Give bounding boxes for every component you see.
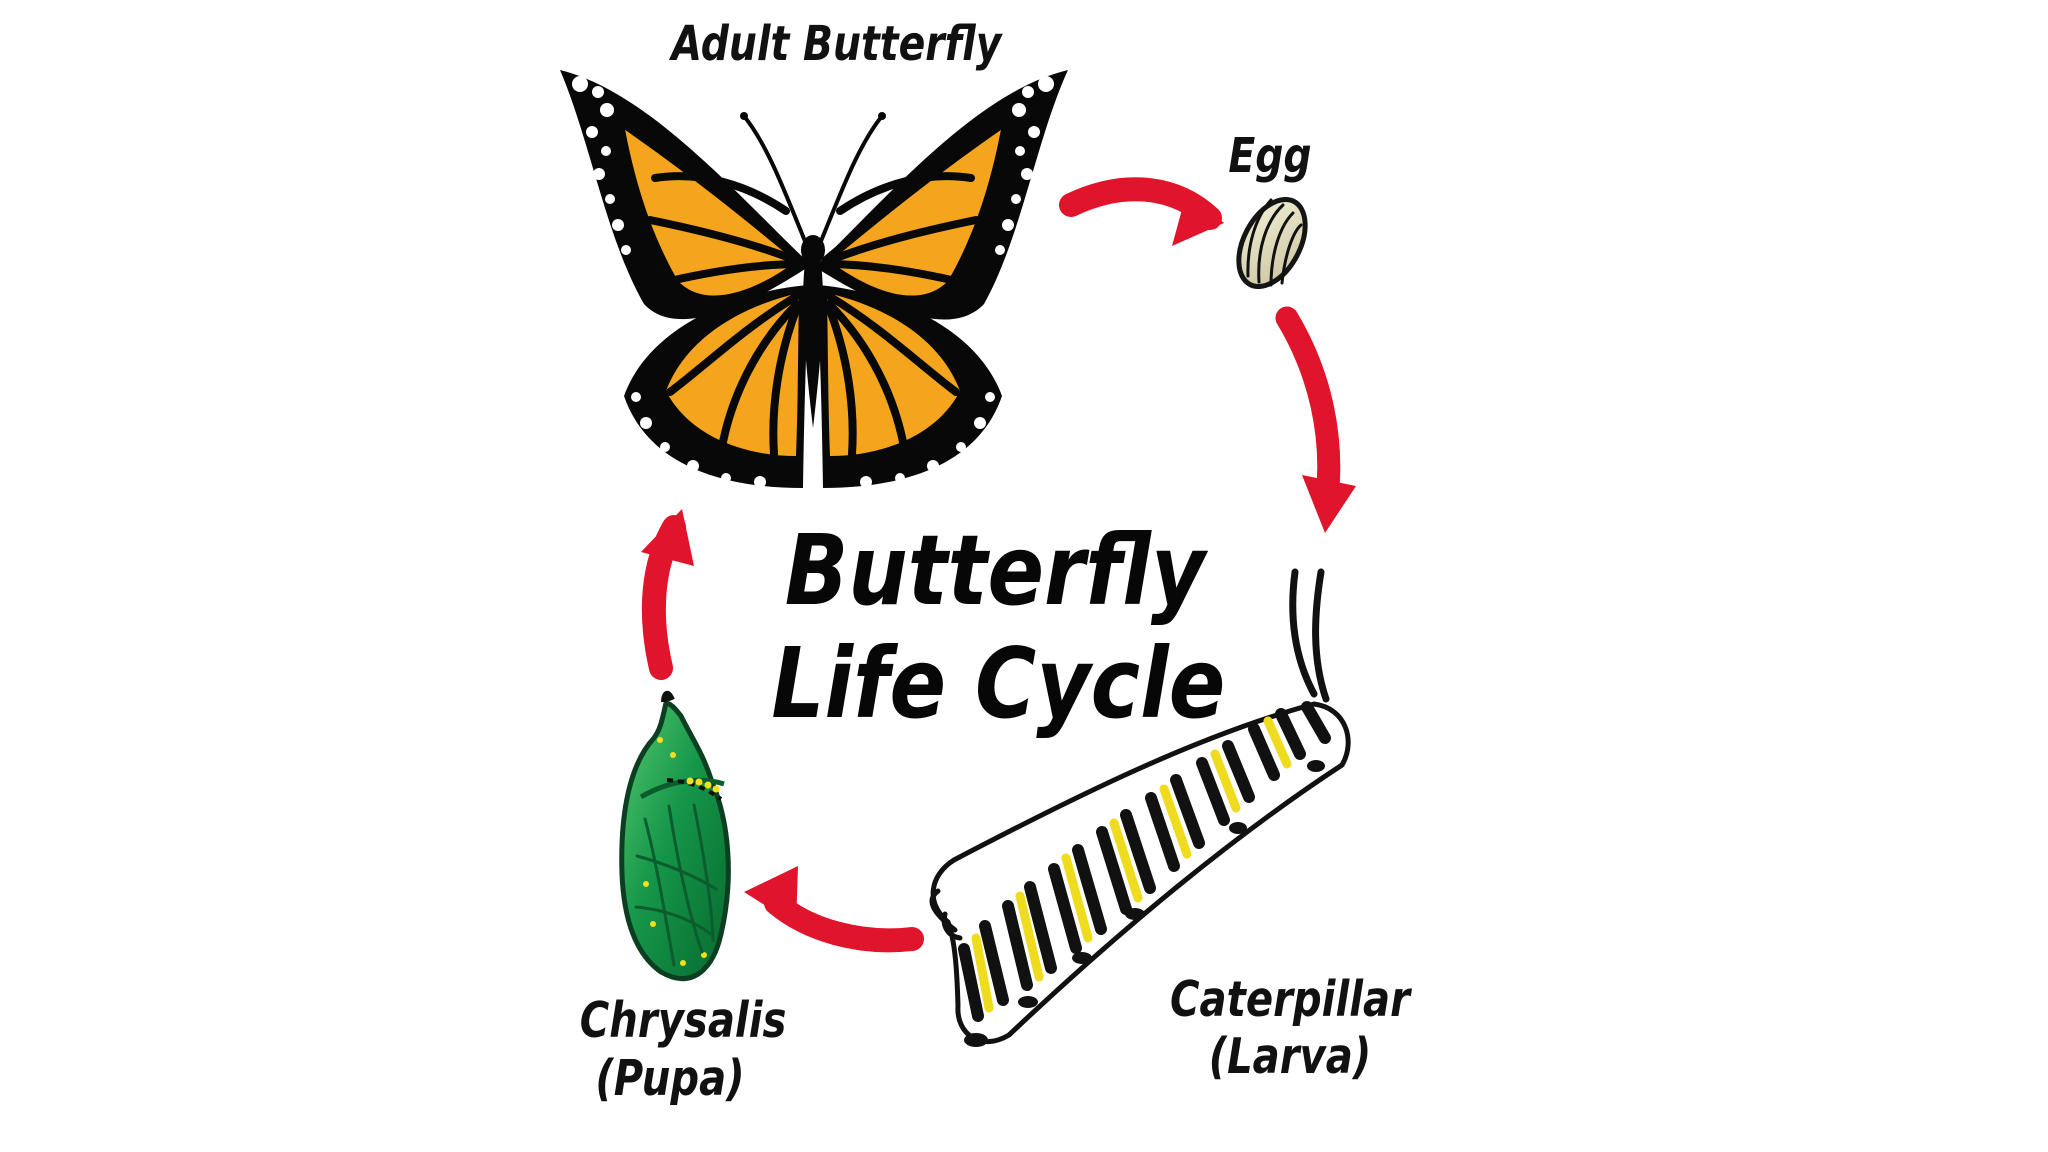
adult-butterfly-label: Adult Butterfly: [671, 16, 1002, 72]
chrysalis-label-line2: (Pupa): [595, 1049, 745, 1107]
chrysalis-icon: [619, 690, 731, 981]
caterpillar-icon: [929, 568, 1351, 1047]
arrow-egg-to-caterpillar: [1275, 306, 1356, 533]
title-line2: Life Cycle: [771, 626, 1226, 740]
chrysalis-label-line1: Chrysalis: [579, 992, 787, 1049]
arrow-butterfly-to-egg: [1059, 177, 1224, 246]
caterpillar-label-line1: Caterpillar: [1170, 971, 1410, 1028]
arrow-head-icon: [744, 866, 798, 925]
arrow-head-icon: [1172, 191, 1224, 246]
egg-label: Egg: [1228, 128, 1312, 184]
chrysalis-label: Chrysalis (Pupa): [579, 992, 787, 1108]
cycle-arrow-icon: [1275, 306, 1341, 510]
arrow-head-icon: [641, 509, 694, 566]
arrow-caterpillar-to-chrysalis: [744, 866, 924, 953]
caterpillar-label: Caterpillar (Larva): [1167, 971, 1413, 1086]
caterpillar-label-line2: (Larva): [1208, 1027, 1372, 1085]
monarch-butterfly-icon: [560, 70, 1068, 488]
arrow-head-icon: [1302, 475, 1356, 533]
arrow-chrysalis-to-butterfly: [641, 509, 694, 680]
diagram-title: Butterfly Life Cycle: [771, 514, 1226, 740]
title-line1: Butterfly: [784, 514, 1206, 627]
egg-icon: [1236, 196, 1308, 290]
